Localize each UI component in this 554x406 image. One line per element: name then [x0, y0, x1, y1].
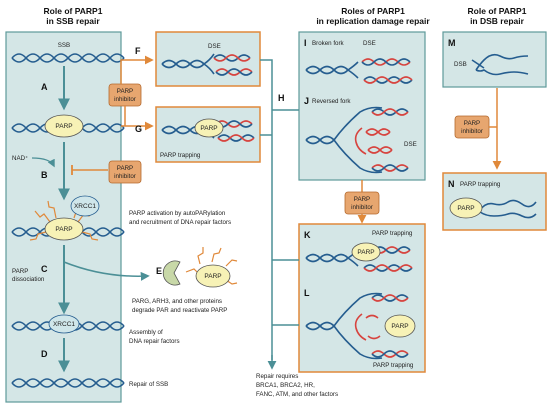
parp-protein-n	[449, 197, 483, 219]
letter-f: F	[135, 46, 141, 56]
parp-label-e: PARP	[204, 273, 221, 280]
parp-protein-e	[195, 264, 231, 288]
letter-c: C	[41, 264, 48, 274]
letter-k: K	[304, 230, 311, 240]
parp-trapping-l: PARP trapping	[373, 362, 414, 369]
letter-n: N	[448, 179, 455, 189]
parp-label-n: PARP	[457, 205, 474, 212]
letter-l: L	[304, 288, 310, 298]
svg-text:in SSB repair: in SSB repair	[46, 16, 100, 26]
letter-g: G	[135, 124, 142, 134]
dse-label-i: DSE	[363, 40, 376, 47]
dse-label-j: DSE	[404, 141, 417, 148]
header-replication: Roles of PARP1 in replication damage rep…	[316, 6, 430, 26]
panel-m	[442, 31, 547, 88]
reversed-fork-label: Reversed fork	[312, 98, 351, 105]
degrade-line2: degrade PAR and reactivate PARP	[132, 307, 227, 314]
dna-trap-l	[305, 292, 409, 360]
letter-b: B	[41, 170, 48, 180]
parp-trapping-g: PARP trapping	[160, 152, 201, 159]
svg-text:PARP: PARP	[354, 196, 370, 203]
repair-requires-line2: BRCA1, BRCA2, HR,	[256, 382, 315, 389]
xrcc1-protein-b	[70, 195, 100, 217]
dna-trap-n	[479, 199, 537, 219]
svg-text:Role of PARP1: Role of PARP1	[44, 6, 103, 16]
letter-e: E	[156, 266, 162, 276]
nad-arrow	[31, 157, 55, 168]
xrcc1-protein-d	[48, 314, 80, 334]
dsb-label: DSB	[454, 61, 467, 68]
degrade-line1: PARG, ARH3, and other proteins	[132, 298, 222, 305]
parp-inhibitor-2: PARP inhibitor	[108, 160, 142, 184]
svg-text:Role of PARP1: Role of PARP1	[468, 6, 527, 16]
parp-dissociation-line1: PARP	[12, 268, 28, 275]
dna-dse-f	[161, 53, 253, 76]
letter-j: J	[304, 96, 309, 106]
svg-text:PARP: PARP	[117, 88, 133, 95]
letter-i: I	[304, 38, 307, 48]
ssb-label: SSB	[58, 42, 70, 49]
svg-text:in DSB repair: in DSB repair	[470, 16, 525, 26]
letter-a: A	[41, 82, 48, 92]
repair-requires-line1: Repair requires	[256, 373, 298, 380]
parp-protein-a	[44, 114, 84, 138]
parp-label-b: PARP	[55, 226, 72, 233]
panel-f	[155, 31, 261, 87]
xrcc1-label-b: XRCC1	[74, 203, 96, 210]
svg-text:inhibitor: inhibitor	[351, 204, 373, 211]
parp-trapping-n: PARP trapping	[460, 181, 501, 188]
letter-d: D	[41, 349, 48, 359]
parp-inhibitor-4: PARP inhibitor	[454, 115, 490, 139]
parp-label-g: PARP	[200, 125, 217, 132]
xrcc1-label-d: XRCC1	[53, 321, 75, 328]
parg-enzyme	[162, 260, 181, 286]
dna-ssb	[11, 53, 125, 63]
parp-protein-k	[351, 242, 381, 262]
header-ssb: Role of PARP1 in SSB repair	[44, 6, 103, 26]
parp-inhibitor-1: PARP inhibitor	[108, 83, 142, 107]
nad-label: NAD⁺	[12, 155, 28, 162]
svg-text:PARP: PARP	[117, 165, 133, 172]
dna-reversed-fork	[305, 106, 409, 174]
svg-text:PARP: PARP	[464, 120, 480, 127]
svg-text:inhibitor: inhibitor	[114, 173, 136, 180]
parp-inhibitor-3: PARP inhibitor	[344, 191, 380, 215]
activation-line2: and recruitment of DNA repair factors	[129, 219, 231, 226]
dna-repaired	[11, 378, 125, 388]
parp-dissociation-line2: dissociation	[12, 276, 45, 283]
header-dsb: Role of PARP1 in DSB repair	[468, 6, 527, 26]
dna-broken-fork	[305, 58, 413, 84]
dse-label-f: DSE	[208, 43, 221, 50]
svg-text:Roles of PARP1: Roles of PARP1	[341, 6, 405, 16]
assembly-line1: Assembly of	[129, 329, 163, 336]
letter-h: H	[278, 93, 285, 103]
broken-fork-label: Broken fork	[312, 40, 345, 47]
arrow-to-e	[63, 261, 150, 281]
dna-dsb-m	[471, 53, 529, 76]
parp-label-a: PARP	[55, 123, 72, 130]
parp-label-l: PARP	[391, 323, 408, 330]
arrow-to-f	[120, 55, 154, 84]
parp-protein-l	[384, 314, 416, 338]
parp-label-k: PARP	[357, 249, 374, 256]
svg-text:inhibitor: inhibitor	[461, 128, 483, 135]
letter-m: M	[448, 38, 456, 48]
parp-trapping-k: PARP trapping	[372, 230, 413, 237]
svg-text:inhibitor: inhibitor	[114, 96, 136, 103]
repair-ssb-text: Repair of SSB	[129, 381, 168, 388]
svg-text:in replication damage repair: in replication damage repair	[316, 16, 430, 26]
panel-ij	[298, 31, 426, 181]
activation-line1: PARP activation by autoPARylation	[129, 210, 226, 217]
parp-protein-b	[44, 217, 84, 241]
repair-requires-line3: FANC, ATM, and other factors	[256, 391, 338, 398]
h-bracket	[260, 59, 299, 360]
assembly-line2: DNA repair factors	[129, 338, 180, 345]
parp-protein-g	[194, 118, 224, 138]
